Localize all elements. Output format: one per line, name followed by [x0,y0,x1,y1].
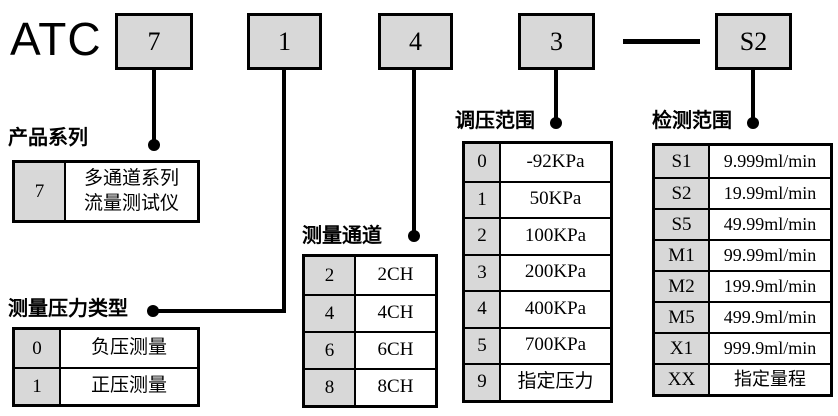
table-pressure-type: 0 负压测量 1 正压测量 [12,327,200,407]
code-key-cell: M5 [655,303,710,332]
code-key-cell: 4 [465,292,501,327]
code-value-cell: 200KPa [524,261,587,283]
code-value-cell: 999.9ml/min [723,337,817,358]
connector-line-series [152,70,156,142]
code-value-cell: 6CH [377,339,414,361]
code-key-cell: S2 [655,179,710,208]
code-value-cell: 9.999ml/min [723,150,817,171]
table-row: X1 999.9ml/min [655,332,830,363]
connector-dot-pressure-type [147,305,159,317]
connector-line-channels [412,70,416,234]
code-value-cell: 700KPa [524,334,587,356]
code-separator-dash [623,39,700,44]
code-key-cell: 3 [465,255,501,290]
code-value-cell: 49.99ml/min [723,213,817,234]
code-key-cell: 7 [15,163,66,220]
table-row: 7 多通道系列 流量测试仪 [15,163,197,220]
code-box-pressure-range: 3 [518,13,595,70]
code-value-cell: 指定压力 [517,370,594,392]
table-row: S5 49.99ml/min [655,208,830,239]
code-value-cell: 400KPa [524,297,587,319]
connector-line-pressure-type-horizontal [154,309,286,313]
table-row: S1 9.999ml/min [655,146,830,177]
connector-dot-pressure-range [550,117,562,129]
code-key-cell: 0 [465,144,501,181]
section-title-pressure-range: 调压范围 [455,110,535,132]
code-key-cell: 5 [465,328,501,363]
code-value-cell: 指定量程 [734,368,806,389]
code-value-cell: 199.9ml/min [723,275,817,296]
code-value-cell: 负压测量 [90,337,167,359]
code-value-cell: 2CH [377,264,414,286]
code-key-cell: 6 [305,333,356,368]
code-box-series: 7 [115,13,193,70]
table-row: M2 199.9ml/min [655,270,830,301]
section-title-detection-range: 检测范围 [652,110,732,132]
code-value-cell: 19.99ml/min [723,182,817,203]
code-key-cell: 2 [305,257,356,294]
table-row: XX 指定量程 [655,363,830,394]
code-value-cell: 正压测量 [90,375,167,397]
code-value-cell: 8CH [377,376,414,398]
product-prefix: ATC [10,13,102,65]
table-row: 4 4CH [305,294,435,331]
table-channels: 2 2CH 4 4CH 6 6CH 8 8CH [302,254,438,408]
code-key-cell: S1 [655,146,710,177]
code-value-cell: 499.9ml/min [723,306,817,327]
table-row: 1 正压测量 [15,367,197,404]
table-row: 2 100KPa [465,217,610,254]
table-row: 0 负压测量 [15,330,197,367]
code-box-pressure-type: 1 [247,13,322,70]
section-title-channels: 测量通道 [302,225,382,247]
code-key-cell: 1 [465,182,501,217]
code-box-detection-range: S2 [715,13,792,70]
table-detection-range: S1 9.999ml/min S2 19.99ml/min S5 49.99ml… [652,143,833,397]
code-box-channels: 4 [378,13,453,70]
table-row: M1 99.99ml/min [655,239,830,270]
table-row: 4 400KPa [465,290,610,327]
table-row: 5 700KPa [465,326,610,363]
connector-line-detection-range [751,70,755,120]
code-value-cell: 100KPa [524,224,587,246]
table-row: 6 6CH [305,331,435,368]
connector-line-pressure-type-vertical [282,70,286,313]
connector-dot-detection-range [747,117,759,129]
connector-dot-series [148,139,160,151]
code-value-cell: 4CH [377,302,414,324]
code-key-cell: 4 [305,296,356,331]
code-key-cell: 2 [465,219,501,254]
table-pressure-range: 0 -92KPa 1 50KPa 2 100KPa 3 200KPa 4 400… [462,141,613,403]
code-value-cell: 99.99ml/min [723,244,817,265]
code-key-cell: 0 [15,330,61,367]
code-value-cell: -92KPa [526,150,585,172]
table-row: 8 8CH [305,368,435,405]
section-title-series: 产品系列 [8,127,88,149]
code-key-cell: X1 [655,334,710,363]
table-row: 2 2CH [305,257,435,294]
code-key-cell: 1 [15,369,61,404]
table-row: 3 200KPa [465,253,610,290]
code-value-cell: 多通道系列 流量测试仪 [83,167,179,214]
code-key-cell: M2 [655,272,710,301]
table-row: 9 指定压力 [465,363,610,400]
table-row: M5 499.9ml/min [655,301,830,332]
code-key-cell: 9 [465,365,501,400]
table-series: 7 多通道系列 流量测试仪 [12,160,200,223]
connector-dot-channels [408,230,420,242]
code-key-cell: S5 [655,210,710,239]
table-row: 1 50KPa [465,180,610,217]
code-value-cell: 50KPa [529,188,582,210]
table-row: S2 19.99ml/min [655,177,830,208]
table-row: 0 -92KPa [465,144,610,181]
code-key-cell: M1 [655,241,710,270]
connector-line-pressure-range [554,70,558,120]
code-key-cell: XX [655,365,710,394]
code-key-cell: 8 [305,370,356,405]
section-title-pressure-type: 测量压力类型 [8,298,128,320]
